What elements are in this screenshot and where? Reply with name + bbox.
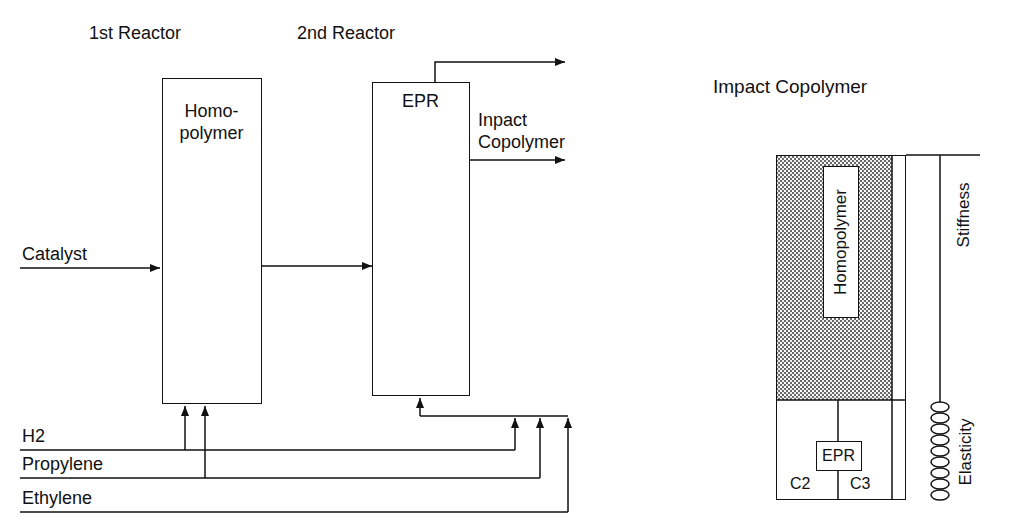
catalyst-feed [20, 267, 160, 269]
feed-riser [514, 418, 516, 450]
flow-arrow [262, 265, 372, 267]
top-rule [906, 154, 980, 156]
box-label: Homopolymer [831, 189, 851, 295]
feed-label: Catalyst [22, 244, 87, 266]
offgas-line [435, 62, 565, 82]
feed-riser [204, 406, 206, 478]
box-label: Homo- polymer [168, 101, 255, 144]
product-line [470, 159, 565, 161]
product-label: Inpact Copolymer [478, 110, 578, 153]
stipple-matrix [776, 155, 892, 400]
stiffness-bar [939, 155, 941, 402]
ethylene-header [20, 511, 568, 513]
property-label: Stiffness [954, 183, 974, 248]
box-label: EPR [822, 446, 855, 465]
feed-riser [567, 418, 569, 512]
propylene-header [20, 477, 540, 479]
cell-label: C3 [850, 474, 870, 493]
copolymer-structure: Impact CopolymerHomopolymerEPR [776, 155, 906, 500]
reactor-heading: 2nd Reactor [297, 23, 395, 45]
feed-label: H2 [22, 426, 45, 448]
feed-manifold [420, 415, 568, 417]
cell-label: C2 [790, 474, 810, 493]
feed-riser [539, 418, 541, 478]
feed-riser [184, 406, 186, 450]
h2-header [20, 449, 515, 451]
reactor-box: 1st ReactorHomo- polymer [162, 78, 262, 404]
phase-box: EPR [816, 441, 862, 471]
spring-symbol [931, 402, 949, 500]
phase-box: Homopolymer [823, 166, 859, 318]
property-label: Elasticity [956, 418, 976, 485]
phase-divider [776, 399, 906, 401]
reactor-heading: 1st Reactor [89, 23, 181, 45]
reactor-heading: Impact Copolymer [713, 76, 867, 99]
column-line [891, 155, 893, 500]
feed-label: Propylene [22, 454, 103, 476]
box-label: EPR [378, 91, 463, 113]
feed-label: Ethylene [22, 488, 92, 510]
feed-riser [419, 398, 421, 416]
reactor-box: 2nd ReactorEPR [372, 82, 470, 396]
